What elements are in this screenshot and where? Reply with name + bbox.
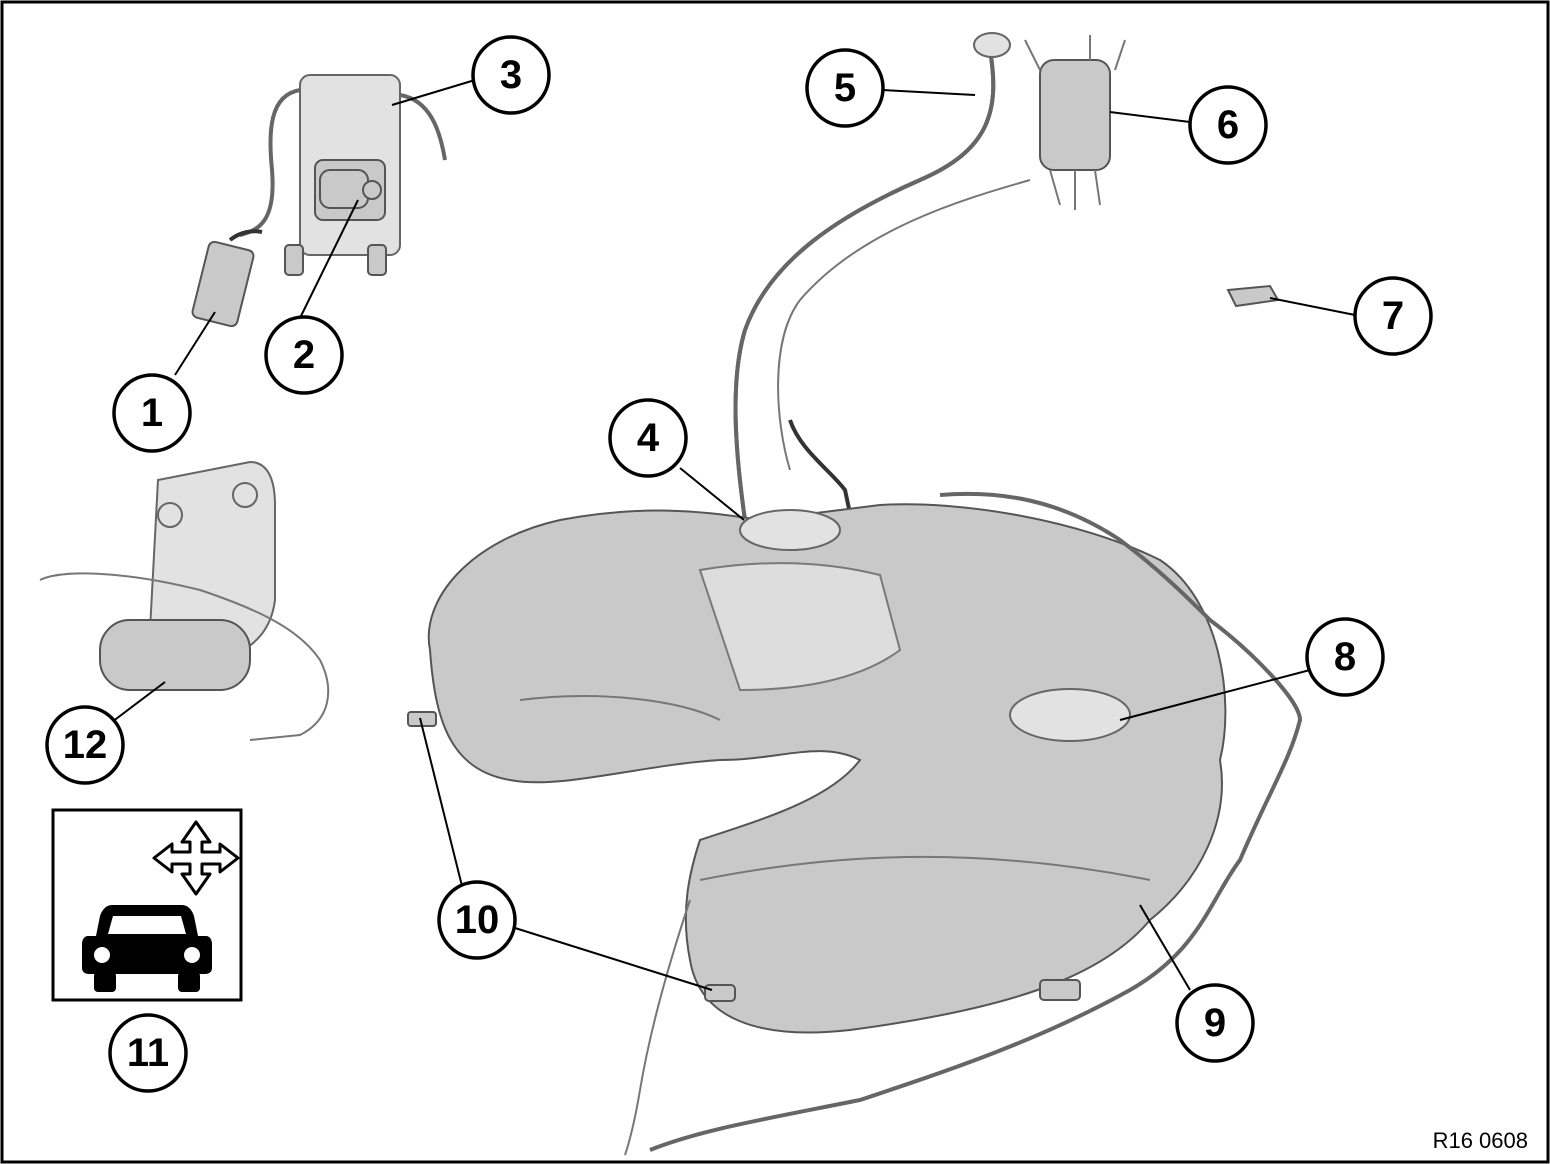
filler-pipe: [733, 32, 1031, 561]
canister-filter: [191, 229, 263, 328]
purge-valve: [319, 169, 382, 209]
callout-3-label: 3: [500, 53, 522, 97]
callout-5: 5: [805, 48, 885, 128]
leader-12: [111, 681, 166, 723]
callout-6-label: 6: [1217, 103, 1239, 147]
leader-3: [391, 79, 476, 106]
leader-lines: [111, 79, 1356, 991]
leader-2: [299, 199, 359, 319]
four-way-arrow-icon: [152, 820, 240, 896]
leader-6: [1109, 111, 1191, 123]
callout-2: 2: [264, 315, 344, 395]
leader-9: [1139, 904, 1191, 991]
leader-10a: [419, 717, 463, 887]
callout-7: 7: [1353, 276, 1433, 356]
callout-8: 8: [1305, 617, 1385, 697]
callout-4-label: 4: [637, 416, 660, 460]
callout-9: 9: [1175, 983, 1255, 1063]
callout-3: 3: [471, 35, 551, 115]
leader-4: [679, 467, 745, 521]
callout-1: 1: [112, 373, 192, 453]
callout-10-label: 10: [455, 898, 500, 942]
car-front-icon: [82, 905, 212, 992]
leader-7: [1269, 297, 1356, 316]
callout-2-label: 2: [293, 333, 315, 377]
callout-9-label: 9: [1204, 1001, 1226, 1045]
callout-6: 6: [1188, 85, 1268, 165]
leader-8: [1119, 669, 1311, 721]
clip: [1226, 284, 1280, 308]
callout-11: 11: [108, 1013, 188, 1093]
callout-5-label: 5: [834, 66, 856, 110]
callout-4: 4: [608, 398, 688, 478]
fuel-filter-bracket: [39, 460, 330, 741]
leader-5: [881, 89, 976, 96]
callout-11-label: 11: [127, 1031, 169, 1075]
vehicle-orientation-box: [51, 808, 243, 1002]
callout-12-label: 12: [63, 723, 108, 767]
reference-code: R16 0608: [1433, 1128, 1528, 1153]
callout-7-label: 7: [1382, 294, 1404, 338]
callout-10: 10: [437, 880, 517, 960]
fuel-tank: [407, 503, 1227, 1034]
callout-1-label: 1: [141, 391, 163, 435]
callout-12: 12: [45, 705, 125, 785]
filler-filter-unit: [1024, 35, 1126, 210]
callout-8-label: 8: [1334, 635, 1356, 679]
leader-1: [174, 311, 216, 376]
fuel-lines: [624, 491, 1303, 1156]
leader-10b: [514, 927, 713, 991]
